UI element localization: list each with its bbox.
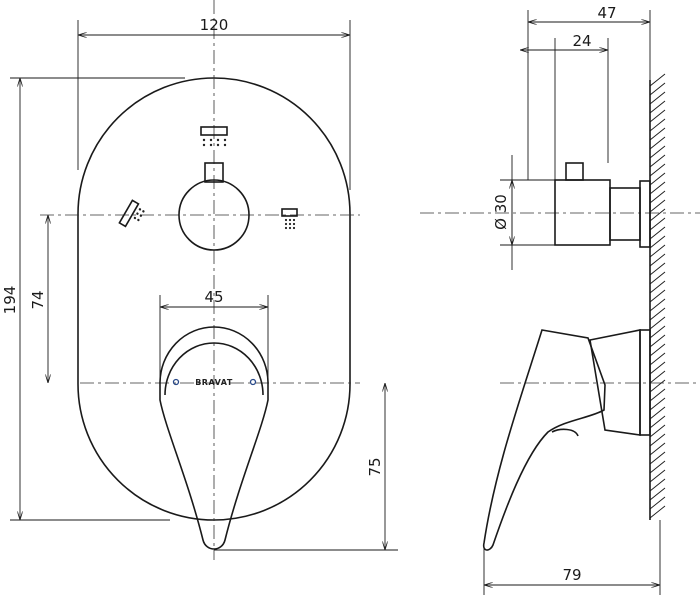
hatch-line: [649, 496, 666, 510]
knob-flange: [639, 180, 651, 248]
escutcheon-flange: [639, 329, 651, 436]
hatch-line: [649, 451, 666, 465]
hatch-line: [649, 118, 666, 132]
hatch-line: [649, 505, 666, 519]
hatch-line: [649, 415, 666, 429]
front-view: BRAVAT: [40, 0, 360, 560]
hatch-line: [649, 352, 666, 366]
dim-lever-drop: 75: [366, 457, 384, 476]
hatch-line: [649, 442, 666, 456]
hatch-line: [649, 199, 666, 213]
hatch-line: [649, 271, 666, 285]
hatch-line: [649, 181, 666, 195]
hatch-line: [649, 244, 666, 258]
hatch-line: [649, 145, 666, 159]
hatch-line: [649, 478, 666, 492]
hatch-line: [649, 289, 666, 303]
hatch-line: [649, 82, 666, 96]
knob-side: [554, 179, 611, 246]
hatch-line: [649, 433, 666, 447]
lever-handle-side: [482, 329, 606, 551]
hatch-line: [649, 469, 666, 483]
dim-plate-width: 120: [200, 16, 229, 34]
hatch-line: [649, 190, 666, 204]
hatch-line: [649, 235, 666, 249]
lever-handle: BRAVAT: [159, 326, 269, 550]
hand-shower-icon: [118, 199, 145, 228]
hatch-line: [649, 379, 666, 393]
dim-knob-to-lever: 74: [29, 290, 47, 309]
screw-right: [249, 378, 257, 386]
hatch-line: [649, 262, 666, 276]
hatch-line: [649, 325, 666, 339]
hatch-line: [649, 307, 666, 321]
dim-total-height: 194: [1, 286, 19, 315]
hatch-line: [649, 316, 666, 330]
hatch-line: [649, 217, 666, 231]
hatch-line: [649, 361, 666, 375]
screw-left: [172, 378, 180, 386]
dim-knob-diameter: Ø 30: [492, 194, 510, 230]
hatch-line: [649, 388, 666, 402]
hatch-line: [649, 460, 666, 474]
overhead-shower-icon: [200, 126, 228, 147]
hatch-line: [649, 370, 666, 384]
lever-body-side: [589, 329, 641, 436]
hatch-line: [649, 334, 666, 348]
knob-indicator: [204, 162, 224, 183]
hatch-line: [649, 136, 666, 150]
hatch-line: [649, 397, 666, 411]
hatch-line: [649, 253, 666, 267]
hatch-line: [649, 208, 666, 222]
hatch-line: [649, 343, 666, 357]
hatch-line: [649, 127, 666, 141]
dim-lever-depth: 79: [562, 566, 581, 584]
hatch-line: [649, 487, 666, 501]
hatch-line: [649, 154, 666, 168]
hatch-line: [649, 100, 666, 114]
hatch-line: [649, 172, 666, 186]
diverter-knob: [178, 179, 250, 251]
hatch-line: [649, 163, 666, 177]
wall-hatching: [649, 73, 666, 519]
hatch-line: [649, 91, 666, 105]
dim-side-depth: 47: [597, 4, 616, 22]
hatch-line: [649, 424, 666, 438]
hatch-line: [649, 280, 666, 294]
bath-spout-icon: [281, 208, 298, 230]
knob-indicator-side: [565, 162, 584, 181]
hatch-line: [649, 226, 666, 240]
hatch-line: [649, 406, 666, 420]
brand-logo: BRAVAT: [195, 378, 233, 387]
dim-knob-depth: 24: [572, 32, 591, 50]
hatch-line: [649, 73, 666, 87]
hatch-line: [649, 109, 666, 123]
side-dimensions: 47 24 Ø 30 79: [483, 4, 661, 595]
knob-spindle: [609, 187, 641, 241]
front-dimensions: 120 194 74 45 75: [1, 16, 398, 551]
dim-lever-cap-width: 45: [204, 288, 223, 306]
side-view: [420, 73, 700, 551]
hatch-line: [649, 298, 666, 312]
